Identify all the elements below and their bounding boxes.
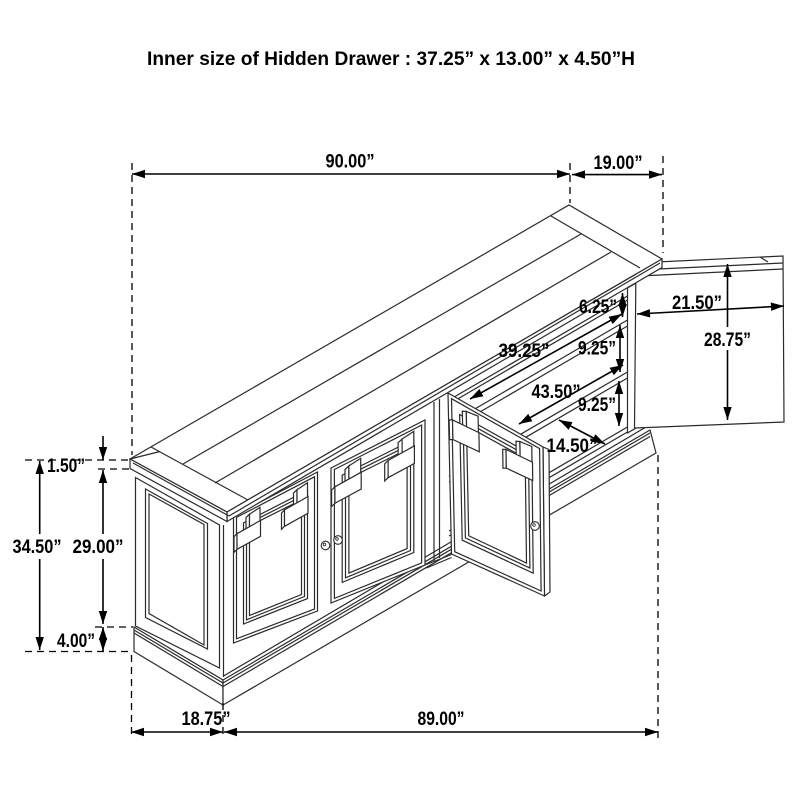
svg-text:9.25”: 9.25” [578, 339, 616, 360]
svg-text:6.25”: 6.25” [579, 297, 617, 318]
svg-text:34.50”: 34.50” [13, 537, 62, 558]
svg-text:28.75”: 28.75” [704, 330, 751, 351]
svg-text:19.00”: 19.00” [594, 153, 643, 174]
svg-text:1.50”: 1.50” [47, 456, 85, 477]
svg-text:Inner size of Hidden Drawer :: Inner size of Hidden Drawer : 37.25” x 1… [147, 48, 635, 70]
svg-text:39.25”: 39.25” [499, 341, 550, 362]
svg-text:18.75”: 18.75” [182, 709, 231, 730]
svg-text:4.00”: 4.00” [57, 631, 95, 652]
svg-text:89.00”: 89.00” [418, 709, 465, 730]
svg-text:21.50”: 21.50” [672, 293, 722, 314]
svg-text:14.50”: 14.50” [547, 436, 598, 457]
svg-text:43.50”: 43.50” [532, 382, 581, 403]
svg-text:90.00”: 90.00” [326, 152, 375, 173]
svg-text:9.25”: 9.25” [578, 395, 616, 416]
svg-text:29.00”: 29.00” [73, 537, 124, 558]
